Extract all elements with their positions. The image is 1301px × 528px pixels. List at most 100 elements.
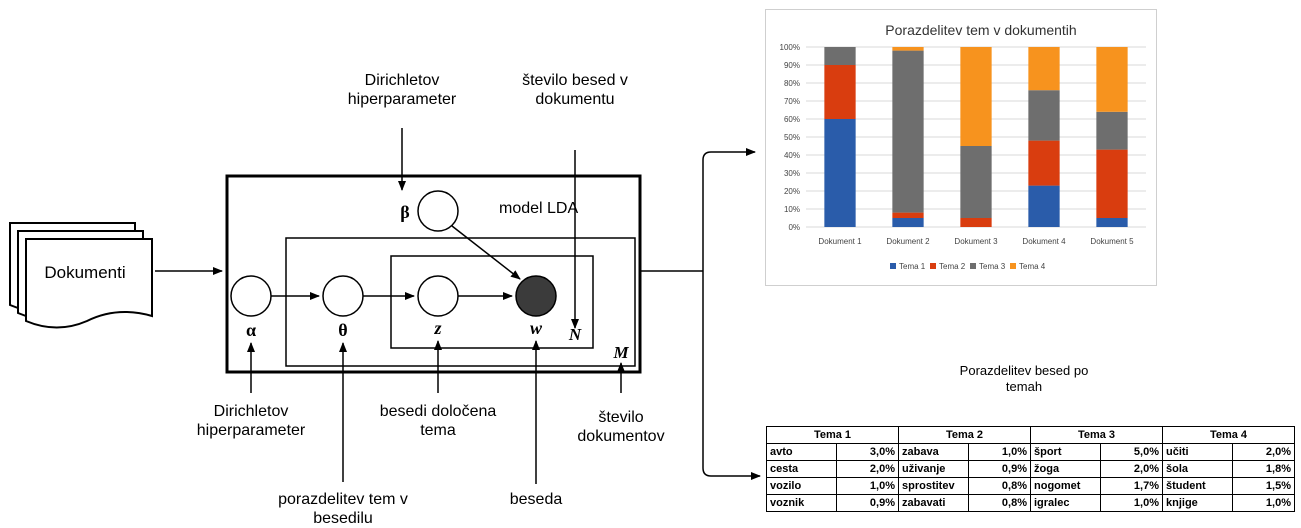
doc-count-line2: dokumentov [577,428,665,445]
bar-segment [1028,140,1060,186]
word-cell: avto [766,443,837,461]
y-tick-label: 20% [784,187,800,196]
w-symbol: w [530,318,543,338]
bar-segment [960,47,992,146]
legend-swatch [930,263,936,269]
words-count-label: število besed v dokumentu [495,71,655,109]
bar-segment [1028,185,1060,227]
theta-symbol: θ [338,320,347,340]
legend-label: Tema 2 [939,262,966,271]
legend-swatch [890,263,896,269]
bar-segment [824,119,856,227]
x-tick-label: Dokument 5 [1090,237,1134,246]
word-cell: študent [1162,477,1233,495]
beta-symbol: β [400,202,409,222]
legend-label: Tema 4 [1019,262,1046,271]
z-node [417,275,459,317]
model-box [225,174,642,374]
m-symbol: M [612,343,629,362]
arrow-to-table [702,271,761,480]
probability-cell: 1,0% [836,477,899,495]
stacked-bar-chart: Porazdelitev tem v dokumentih0%10%20%30%… [780,22,1146,271]
bar-segment [1096,111,1128,150]
topic-header: Tema 2 [898,426,1031,444]
alpha-node [230,275,272,317]
topic-assigned-label: besedi določena tema [358,402,518,440]
bar-segment [892,212,924,218]
x-tick-label: Dokument 4 [1022,237,1066,246]
bar-segment [1096,47,1128,112]
words-count-line2: dokumentu [535,91,615,108]
probability-cell: 2,0% [836,460,899,478]
probability-cell: 1,0% [968,443,1031,461]
probability-cell: 1,5% [1232,477,1295,495]
word-cell: cesta [766,460,837,478]
alpha-hyper-line1: Dirichletov [213,403,289,420]
words-count-line1: število besed v [522,72,628,89]
probability-cell: 1,7% [1100,477,1163,495]
probability-cell: 1,8% [1232,460,1295,478]
documents-icon [9,222,153,329]
w-node [515,275,557,317]
topic-distribution-line2: besedilu [313,510,373,527]
y-tick-label: 70% [784,97,800,106]
bar-segment [960,218,992,227]
plate-n [390,255,594,349]
bar-segment [892,218,924,227]
word-table-title-line1: Porazdelitev besed po [959,363,1089,378]
y-tick-label: 40% [784,151,800,160]
y-tick-label: 10% [784,205,800,214]
y-tick-label: 80% [784,79,800,88]
word-cell: učiti [1162,443,1233,461]
arrow-to-chart [702,148,756,271]
legend-swatch [970,263,976,269]
probability-cell: 0,9% [836,494,899,512]
alpha-hyper-line2: hiperparameter [196,422,306,439]
bar-segment [1028,90,1060,141]
x-tick-label: Dokument 2 [886,237,930,246]
word-cell: šola [1162,460,1233,478]
doc-count-label: število dokumentov [551,408,691,446]
topic-header: Tema 1 [766,426,899,444]
bar-segment [960,146,992,218]
model-label: model LDA [499,200,578,217]
y-tick-label: 90% [784,61,800,70]
y-tick-label: 50% [784,133,800,142]
documents-label: Dokumenti [44,263,125,282]
x-tick-label: Dokument 1 [818,237,862,246]
probability-cell: 5,0% [1100,443,1163,461]
bar-segment [892,50,924,213]
bar-segment [824,65,856,119]
y-tick-label: 60% [784,115,800,124]
probability-cell: 2,0% [1100,460,1163,478]
n-symbol: N [568,325,582,344]
word-cell: zabavati [898,494,969,512]
beta-hyper-line2: hiperparameter [347,91,457,108]
word-label: beseda [486,490,586,509]
z-symbol: z [433,318,441,338]
chart-title: Porazdelitev tem v dokumentih [885,22,1076,38]
word-cell: vozilo [766,477,837,495]
y-tick-label: 0% [788,223,800,232]
word-cell: uživanje [898,460,969,478]
word-cell: sprostitev [898,477,969,495]
topic-assigned-line1: besedi določena [379,403,497,420]
alpha-symbol: α [246,320,256,340]
doc-count-line1: število [598,409,644,426]
word-cell: knjige [1162,494,1233,512]
edge-beta-w [451,225,521,280]
word-cell: igralec [1030,494,1101,512]
bar-segment [1028,47,1060,91]
y-tick-label: 100% [780,43,800,52]
beta-hyper-line1: Dirichletov [364,72,440,89]
theta-node [322,275,364,317]
beta-node [417,190,459,232]
plate-m [285,237,636,367]
probability-cell: 0,8% [968,477,1031,495]
